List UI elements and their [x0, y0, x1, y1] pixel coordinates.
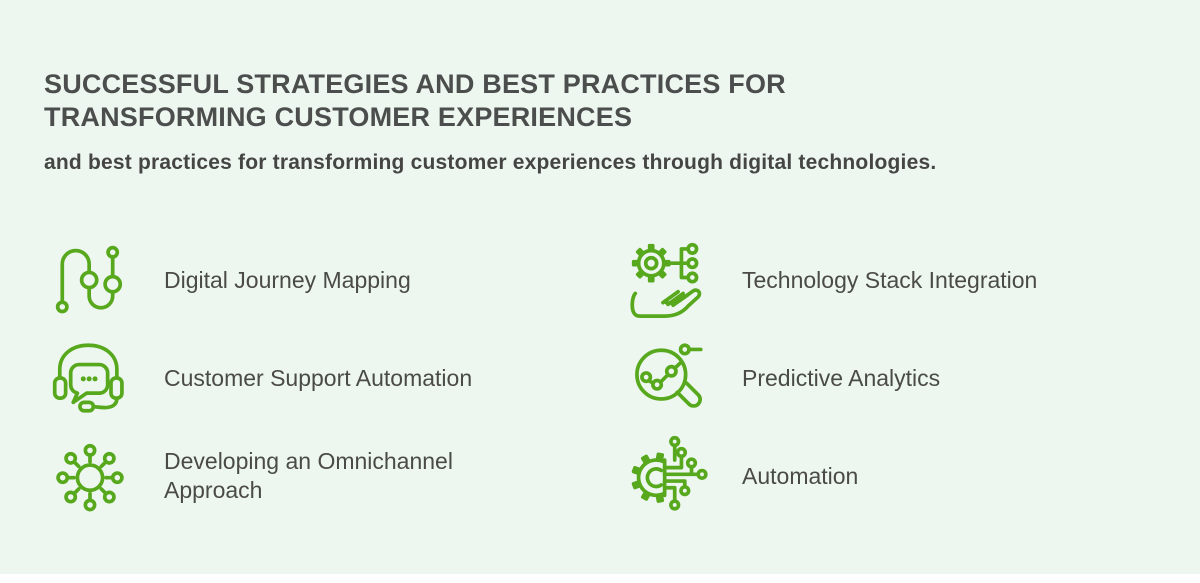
- item-label: Digital Journey Mapping: [164, 266, 411, 293]
- hub-spoke-icon: [48, 434, 132, 518]
- list-item: Developing an Omnichannel Approach: [48, 434, 626, 518]
- item-label: Automation: [742, 462, 859, 489]
- page-title-line2: TRANSFORMING CUSTOMER EXPERIENCES: [44, 102, 633, 132]
- headset-chat-icon: [48, 336, 132, 420]
- list-item: Automation: [626, 434, 1037, 518]
- page-subtitle: and best practices for transforming cust…: [44, 151, 937, 174]
- journey-path-icon: [48, 238, 132, 322]
- list-item: Predictive Analytics: [626, 336, 1037, 420]
- list-item: Technology Stack Integration: [626, 238, 1037, 322]
- list-item: Digital Journey Mapping: [48, 238, 626, 322]
- list-item: Customer Support Automation: [48, 336, 626, 420]
- header: SUCCESSFUL STRATEGIES AND BEST PRACTICES…: [44, 68, 936, 175]
- page-title-line1: SUCCESSFUL STRATEGIES AND BEST PRACTICES…: [44, 69, 786, 99]
- feature-grid: Digital Journey Mapping: [48, 238, 1037, 518]
- magnifier-chart-icon: [626, 336, 710, 420]
- item-label: Predictive Analytics: [742, 364, 941, 391]
- bottom-white-strip: [0, 574, 1200, 583]
- hand-gear-network-icon: [626, 238, 710, 322]
- item-label: Developing an Omnichannel Approach: [164, 448, 453, 503]
- gear-circuit-icon: [626, 434, 710, 518]
- item-label: Customer Support Automation: [164, 364, 473, 391]
- page-title: SUCCESSFUL STRATEGIES AND BEST PRACTICES…: [44, 68, 936, 134]
- item-label: Technology Stack Integration: [742, 266, 1038, 293]
